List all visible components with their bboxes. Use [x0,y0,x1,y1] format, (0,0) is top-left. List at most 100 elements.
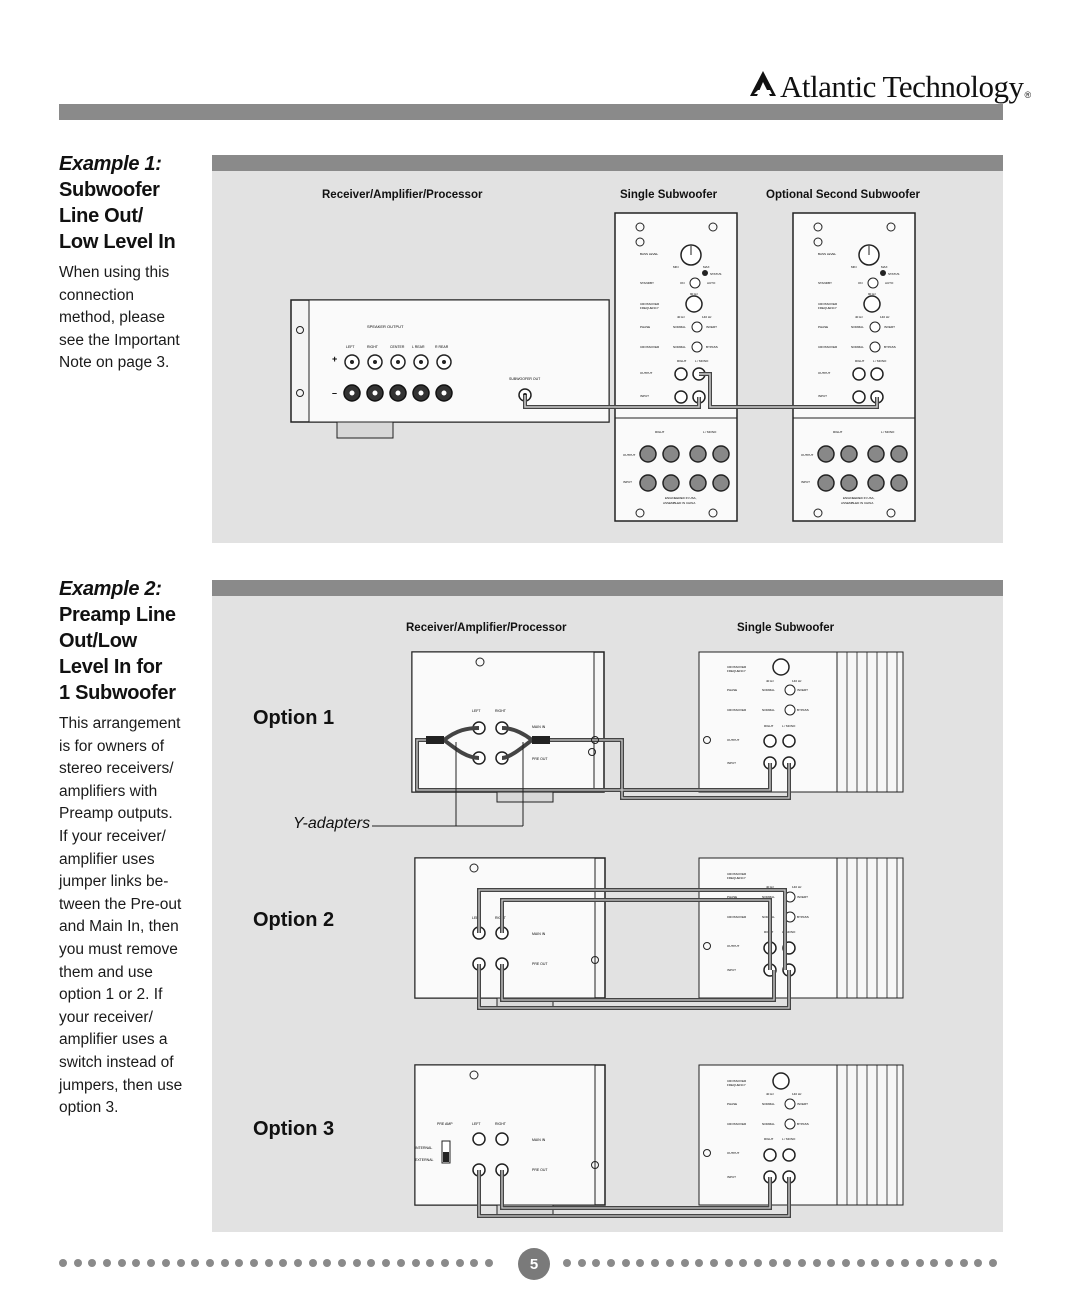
example2-body-line: stereo receivers/ [59,760,174,778]
svg-text:FREQUENCY: FREQUENCY [727,876,746,880]
footer-dot [798,1259,806,1267]
footer-dot [871,1259,880,1267]
svg-text:CROSSOVER: CROSSOVER [727,1079,747,1083]
footer-dot [440,1259,449,1267]
footer-dot [308,1259,317,1267]
example2-body-line: switch instead of [59,1053,174,1071]
svg-text:CROSSOVER: CROSSOVER [727,708,747,712]
svg-text:NORMAL: NORMAL [673,325,686,329]
footer-dot [974,1259,983,1267]
footer-dot [842,1259,851,1267]
channel-rrear-text: R REAR [435,345,449,349]
svg-text:INPUT: INPUT [623,480,632,484]
footer-dot [753,1259,762,1267]
example2-title-line: Preamp Line [59,604,176,626]
svg-text:MAIN IN: MAIN IN [532,1138,546,1142]
example2-body-line: jumper links be- [59,873,169,891]
footer-dot [88,1259,97,1267]
brand-logo: Atlantic Technology ® [748,62,1031,102]
example2-title-line: Out/Low [59,630,137,652]
example1-title-line: Subwoofer [59,179,160,201]
example2-body-line: If your receiver/ [59,827,166,845]
svg-text:CROSSOVER: CROSSOVER [640,345,660,349]
example2-body-line: jumpers, then use [59,1076,183,1094]
svg-text:ON: ON [858,281,863,285]
channel-lrear-text: L REAR [412,345,425,349]
svg-text:FREQUENCY: FREQUENCY [818,306,837,310]
brand-name: Atlantic Technology [780,69,1024,104]
svg-text:STANDBY: STANDBY [640,281,654,285]
svg-text:L / MONO: L / MONO [695,359,709,363]
footer-dot [856,1259,865,1267]
svg-text:PHASE: PHASE [818,325,828,329]
svg-text:AUTO: AUTO [885,281,894,285]
footer-dot [607,1259,616,1267]
footer-dot [988,1259,997,1267]
footer-dot [220,1259,229,1267]
svg-text:PRE AMP: PRE AMP [437,1122,453,1126]
footer-dot [235,1259,244,1267]
svg-text:STANDBY: STANDBY [818,281,832,285]
svg-text:MIN: MIN [851,265,857,269]
example2-body-line: tween the Pre-out [59,895,182,913]
svg-text:BYPASS: BYPASS [797,708,809,712]
footer-dot [944,1259,953,1267]
footer-dot [900,1259,909,1267]
example1-label: Example 1: [59,153,162,175]
svg-text:BYPASS: BYPASS [797,915,809,919]
subwoofer-out-text: SUBWOOFER OUT [509,377,541,381]
option2-label: Option 2 [253,909,335,931]
svg-text:BYPASS: BYPASS [797,1122,809,1126]
footer-dot [827,1259,836,1267]
example1-body-line: connection [59,286,134,304]
single-subwoofer-label-2: Single Subwoofer [737,622,835,634]
svg-text:MAX: MAX [703,265,710,269]
svg-text:FREQUENCY: FREQUENCY [727,1083,746,1087]
receiver-label-2: Receiver/Amplifier/Processor [406,622,567,634]
footer-dot [651,1259,660,1267]
footer-dot [636,1259,645,1267]
svg-text:NORMAL: NORMAL [762,1122,775,1126]
svg-text:OUTPUT: OUTPUT [640,371,653,375]
speaker-output-text: SPEAKER OUTPUT [367,324,404,329]
svg-text:140 Hz: 140 Hz [792,885,802,889]
footer-dot [426,1259,435,1267]
footer-dot [161,1259,170,1267]
svg-text:INPUT: INPUT [801,480,810,484]
example2-body-line: option 3. [59,1099,119,1117]
svg-text:40 Hz: 40 Hz [766,679,774,683]
registered-mark: ® [1024,90,1032,100]
footer-dot [768,1259,777,1267]
svg-text:EXTERNAL: EXTERNAL [415,1158,434,1162]
svg-text:INVERT: INVERT [706,325,717,329]
svg-text:BYPASS: BYPASS [706,345,718,349]
example2-panel-bar [212,580,1003,596]
svg-text:PHASE: PHASE [640,325,650,329]
second-subwoofer-label: Optional Second Subwoofer [766,189,920,201]
footer-dot [886,1259,895,1267]
svg-text:PRE OUT: PRE OUT [532,962,548,966]
footer-dot [665,1259,674,1267]
svg-text:140 Hz: 140 Hz [792,1092,802,1096]
example2-body: This arrangement is for owners of stereo… [59,713,182,1120]
example1-body-line: see the Important [59,331,180,349]
svg-text:STATUS: STATUS [710,272,721,276]
page-number: 5 [518,1248,550,1280]
footer-dot [117,1259,126,1267]
footer-dot [367,1259,376,1267]
svg-text:INTERNAL: INTERNAL [415,1146,432,1150]
footer-dot [382,1259,391,1267]
svg-text:L / MONO: L / MONO [782,724,796,728]
svg-text:OUTPUT: OUTPUT [623,453,636,457]
svg-text:NORMAL: NORMAL [851,325,864,329]
footer-dot [915,1259,924,1267]
footer-dot [563,1259,571,1267]
svg-text:LEFT: LEFT [472,1122,481,1126]
y-adapters-label: Y-adapters [293,815,371,832]
footer-dot [73,1259,82,1267]
svg-text:RIGHT: RIGHT [677,359,687,363]
